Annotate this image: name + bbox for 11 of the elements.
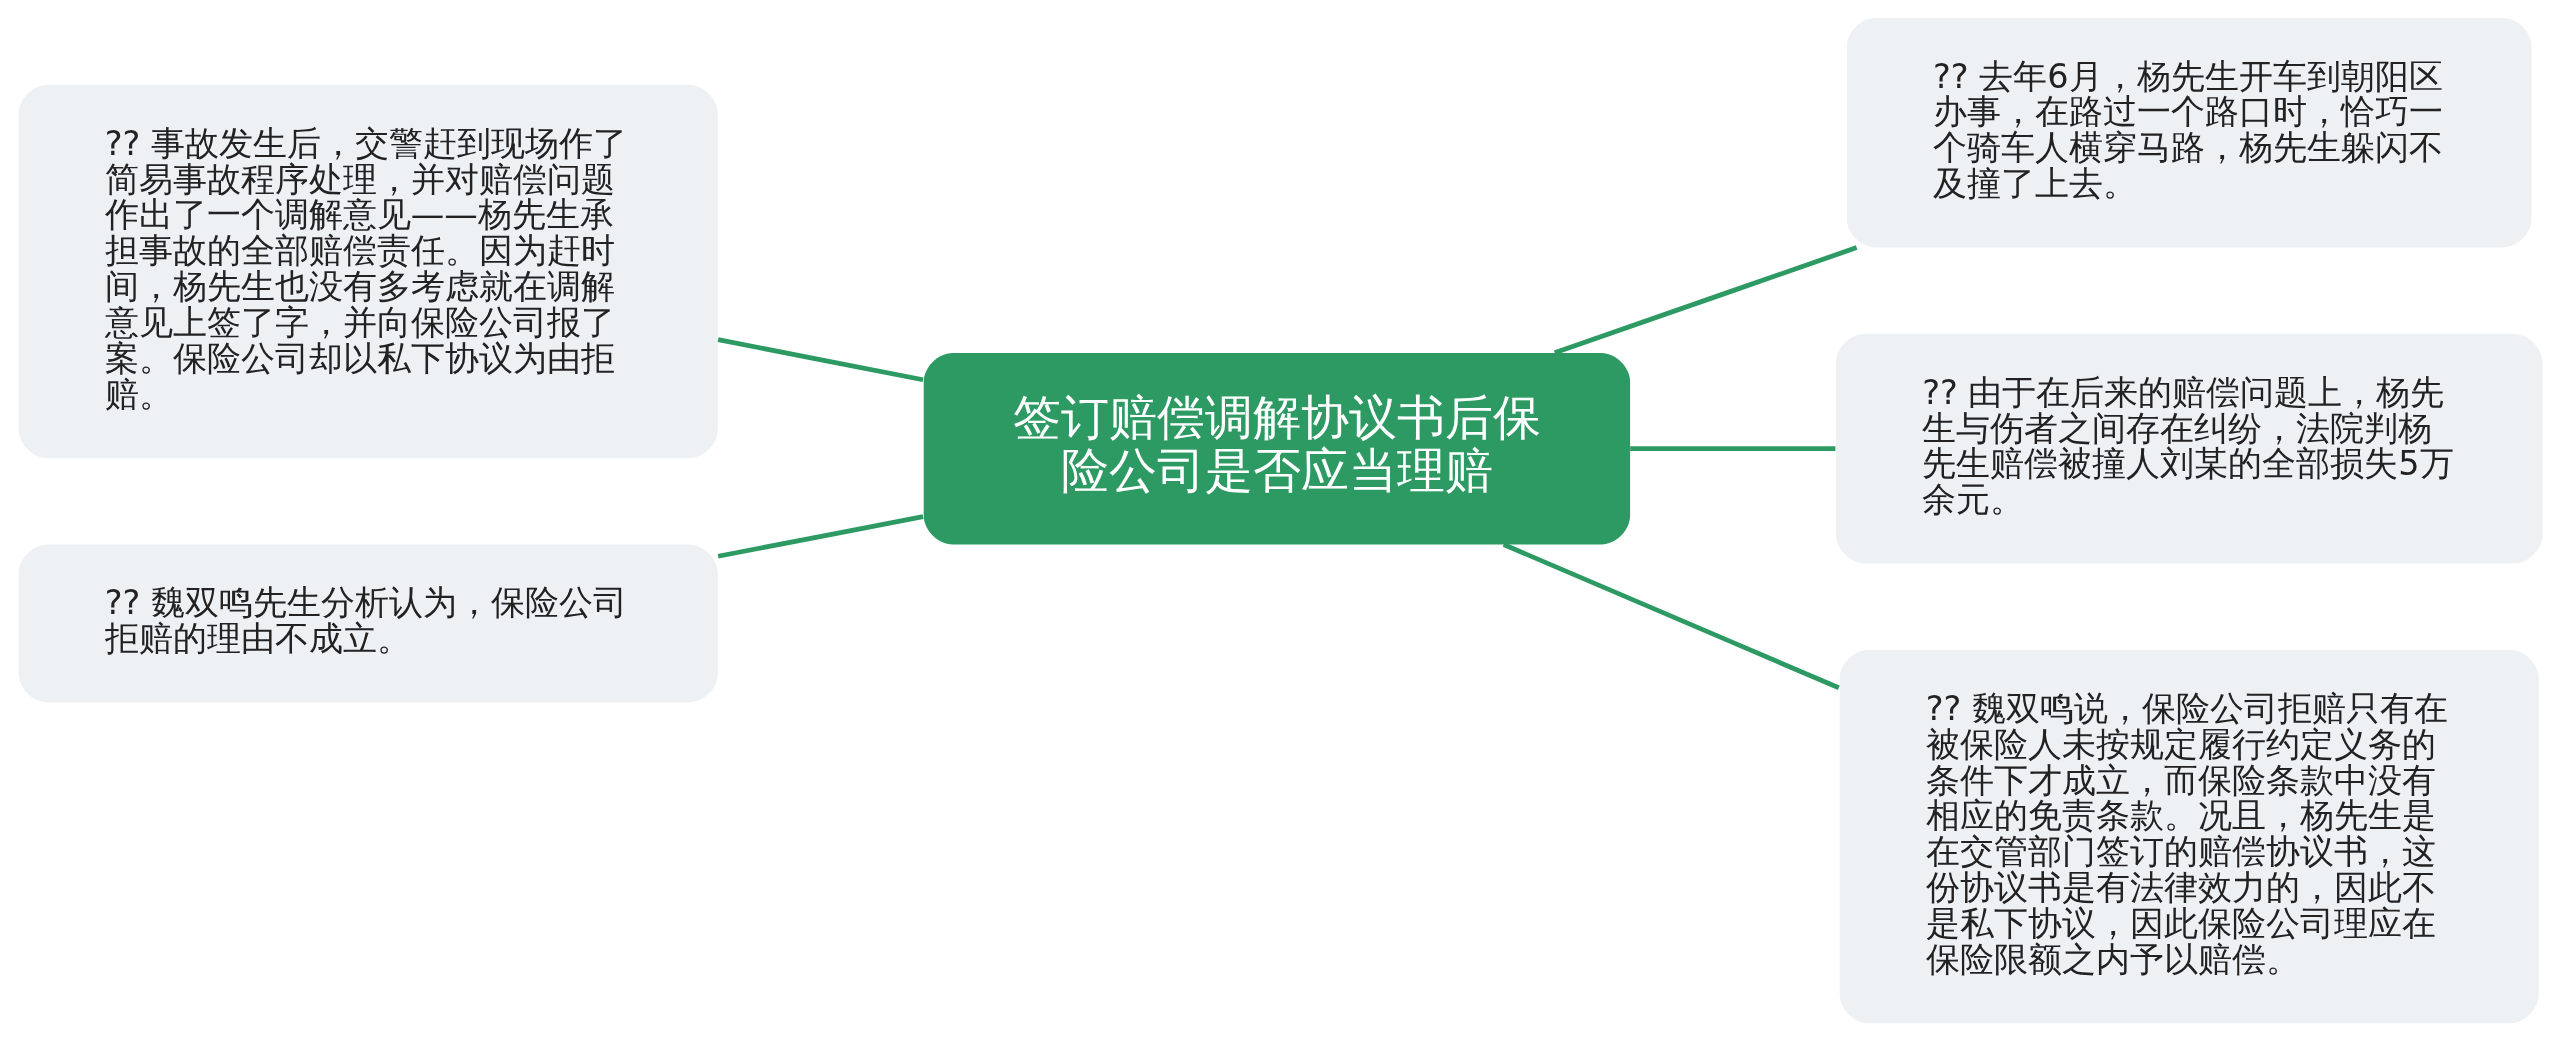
node-box: ?? 由于在后来的赔偿问题上，杨先生与伤者之间存在纠纷，法院判杨先生赔偿被撞人刘某的全部损失5万余元。 xyxy=(1835,333,2542,564)
connector xyxy=(1629,446,1835,452)
connector xyxy=(717,514,923,559)
node-box: ?? 魏双鸣说，保险公司拒赔只有在被保险人未按规定履行约定义务的条件下才成立，而保险条款中没有相应的免责条款。况且，杨先生是在交管部门签订的赔偿协议书，这份协议书是有法律效力的，因此不是私下协议，因此保险公司理应在保险限额之内予以赔偿。 xyxy=(1839,649,2539,1024)
connector xyxy=(1502,542,1840,690)
node-box: ?? 去年6月，杨先生开车到朝阳区办事，在路过一个路口时，恰巧一个骑车人横穿马路，杨先生躲闪不及撞了上去。 xyxy=(1846,17,2532,248)
node-box: ?? 魏双鸣先生分析认为，保险公司拒赔的理由不成立。 xyxy=(18,544,718,703)
connector xyxy=(717,337,923,383)
node-box: 签订赔偿调解协议书后保险公司是否应当理赔 xyxy=(923,352,1630,545)
connector xyxy=(1553,245,1857,356)
node-box: ?? 事故发生后，交警赶到现场作了简易事故程序处理，并对赔偿问题作出了一个调解意见——杨先生承担事故的全部赔偿责任。因为赶时间，杨先生也没有多考虑就在调解意见上签了字，并向保险公司报了案。保险公司却以私下协议为由拒赔。 xyxy=(18,84,718,459)
